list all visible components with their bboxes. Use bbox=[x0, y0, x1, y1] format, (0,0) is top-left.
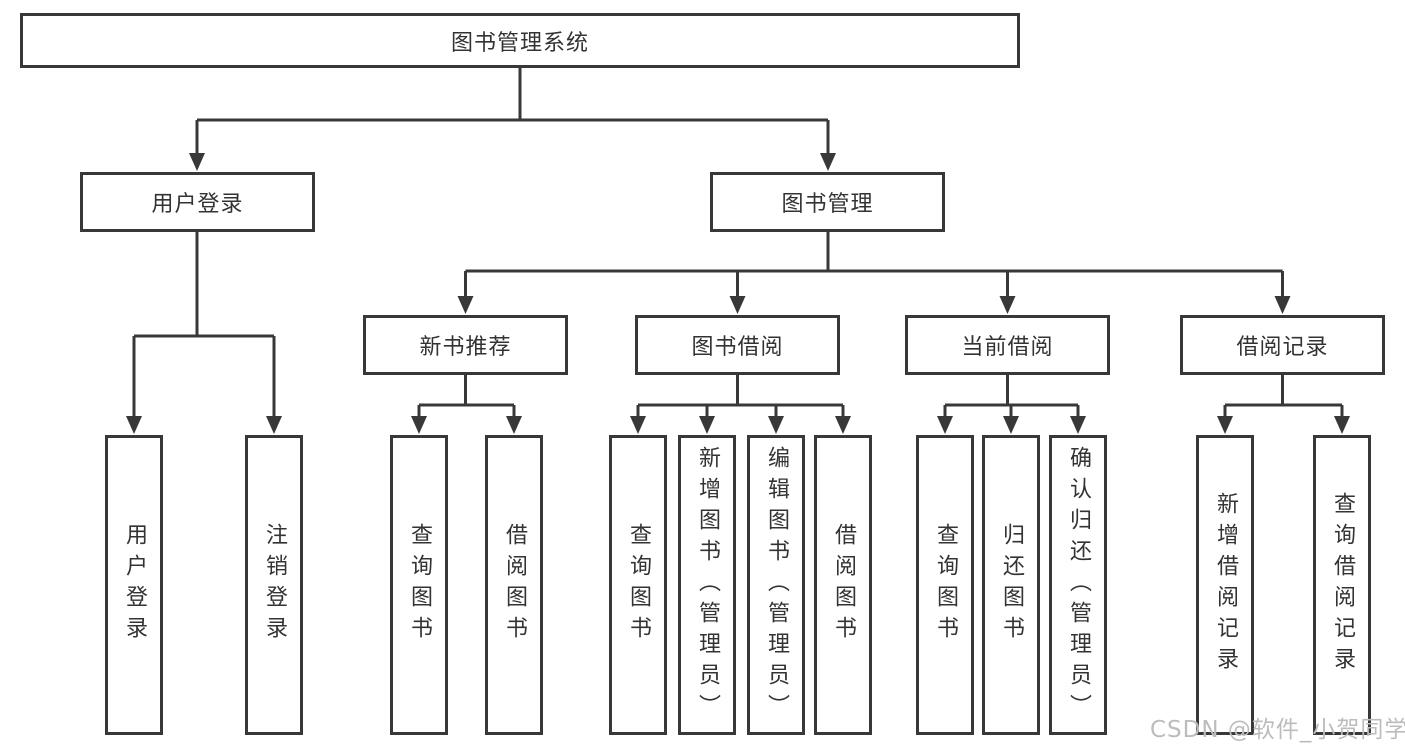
leaf-confirm-return-admin: 确认归还（管理员） bbox=[1049, 435, 1107, 735]
leaf-label: 归还图书 bbox=[999, 523, 1024, 647]
leaf-query-books-1: 查询图书 bbox=[390, 435, 448, 735]
leaf-label: 注销登录 bbox=[262, 523, 287, 647]
node-label: 当前借阅 bbox=[961, 335, 1054, 360]
leaf-return-books: 归还图书 bbox=[982, 435, 1040, 735]
watermark: CSDN @软件_小贺同学 bbox=[1150, 717, 1405, 743]
leaf-borrow-books-1: 借阅图书 bbox=[485, 435, 543, 735]
node-root: 图书管理系统 bbox=[20, 13, 1020, 68]
leaf-query-borrow-record: 查询借阅记录 bbox=[1313, 435, 1371, 735]
leaf-add-books-admin: 新增图书（管理员） bbox=[678, 435, 736, 735]
leaf-label: 编辑图书（管理员） bbox=[764, 445, 789, 725]
leaf-query-books-2: 查询图书 bbox=[609, 435, 667, 735]
leaf-label: 查询图书 bbox=[626, 523, 651, 647]
node-label: 用户登录 bbox=[151, 192, 244, 217]
leaf-label: 新增图书（管理员） bbox=[695, 445, 720, 725]
node-label: 借阅记录 bbox=[1236, 335, 1329, 360]
node-label: 图书借阅 bbox=[691, 335, 784, 360]
leaf-label: 查询借阅记录 bbox=[1330, 492, 1355, 678]
leaf-label: 借阅图书 bbox=[831, 523, 856, 647]
node-book-management: 图书管理 bbox=[710, 172, 945, 232]
node-label: 图书管理系统 bbox=[450, 30, 589, 56]
connector-path bbox=[132, 68, 1344, 419]
node-user-login: 用户登录 bbox=[80, 172, 315, 232]
leaf-edit-books-admin: 编辑图书（管理员） bbox=[747, 435, 805, 735]
node-current-borrowing: 当前借阅 bbox=[905, 315, 1110, 375]
leaf-user-login: 用户登录 bbox=[105, 435, 163, 735]
leaf-label: 查询图书 bbox=[407, 523, 432, 647]
leaf-query-books-3: 查询图书 bbox=[916, 435, 974, 735]
node-book-borrowing: 图书借阅 bbox=[635, 315, 840, 375]
leaf-label: 查询图书 bbox=[933, 523, 958, 647]
leaf-label: 确认归还（管理员） bbox=[1066, 445, 1091, 725]
node-label: 新书推荐 bbox=[419, 335, 512, 360]
leaf-logout: 注销登录 bbox=[245, 435, 303, 735]
node-label: 图书管理 bbox=[781, 192, 874, 217]
node-borrowing-records: 借阅记录 bbox=[1180, 315, 1385, 375]
leaf-add-borrow-record: 新增借阅记录 bbox=[1196, 435, 1254, 735]
node-new-book-recommend: 新书推荐 bbox=[363, 315, 568, 375]
leaf-label: 新增借阅记录 bbox=[1213, 492, 1238, 678]
leaf-label: 用户登录 bbox=[122, 523, 147, 647]
leaf-label: 借阅图书 bbox=[502, 523, 527, 647]
leaf-borrow-books-2: 借阅图书 bbox=[814, 435, 872, 735]
